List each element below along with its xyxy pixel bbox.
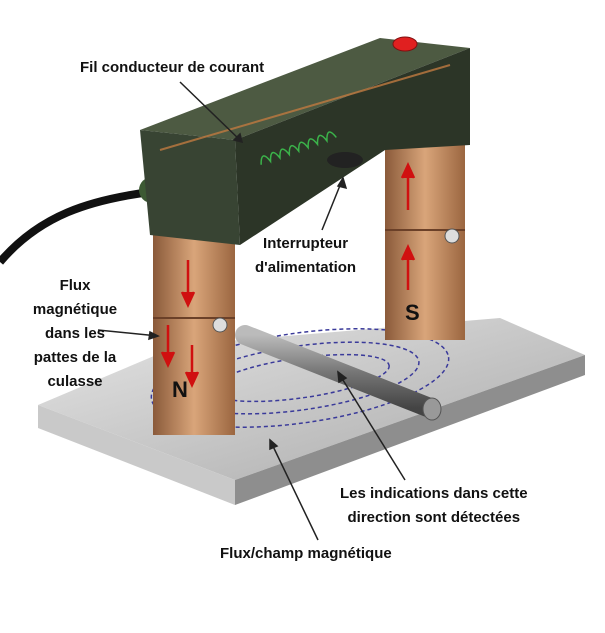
indications-line2: direction sont détectées (347, 509, 521, 526)
leader-lines (97, 81, 406, 541)
flux-legs-line: pattes de la (33, 349, 117, 366)
switch-label-line1: Interrupteur (263, 235, 349, 252)
south-label: S (405, 300, 420, 325)
north-label: N (172, 377, 188, 402)
flux-legs-line: culasse (47, 373, 103, 390)
flux-legs-line: magnétique (32, 301, 118, 318)
flux-legs-label: Flux magnétique dans les pattes de la cu… (25, 274, 125, 394)
power-cable (0, 188, 151, 265)
field-label: Flux/champ magnétique (220, 545, 392, 562)
red-button (392, 36, 418, 52)
south-leg (385, 140, 465, 340)
flux-legs-line: dans les (44, 325, 106, 342)
power-switch (327, 152, 363, 168)
north-leg (153, 225, 235, 435)
flux-legs-line: Flux (59, 277, 91, 294)
switch-label: Interrupteur d'alimentation (255, 232, 356, 280)
wire-label: Fil conducteur de courant (80, 59, 265, 76)
yoke-body (140, 38, 470, 245)
indications-label: Les indications dans cette direction son… (340, 482, 528, 530)
switch-label-line2: d'alimentation (255, 259, 357, 276)
indications-line1: Les indications dans cette (340, 485, 528, 502)
